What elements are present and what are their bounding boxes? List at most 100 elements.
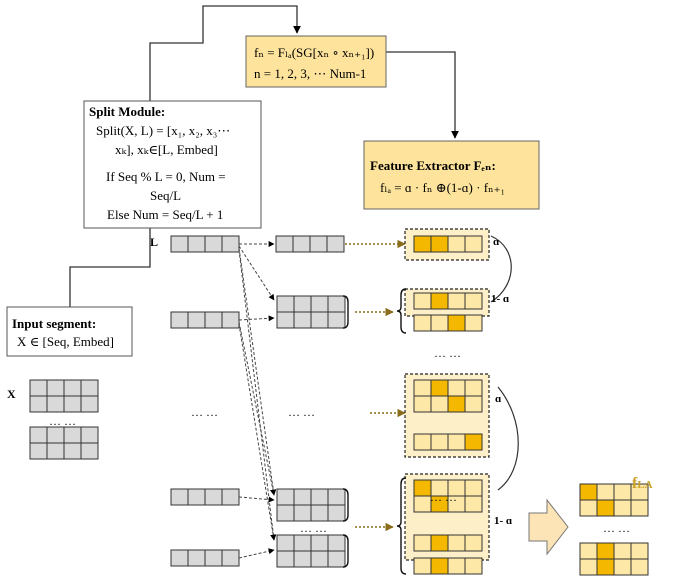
grid-cell: [413, 495, 432, 513]
grid-cell: [46, 379, 65, 397]
svg-text:fₙ = Fₗₐ(SG[xₙ ∘ xₙ₊₁]): fₙ = Fₗₐ(SG[xₙ ∘ xₙ₊₁]): [254, 45, 374, 60]
feature-arrows: [345, 239, 406, 532]
grid-cell: [430, 379, 449, 397]
grid-cell: [276, 311, 295, 329]
grid-cell: [326, 235, 345, 253]
grid-cell: [630, 542, 649, 560]
ellipsis-output: … …: [603, 521, 630, 535]
grid-cell: [170, 311, 189, 329]
ellipsis-features: … …: [434, 346, 461, 360]
svg-text:fₗₐ = ɑ · fₙ ⊕(1-ɑ) · fₙ₊₁: fₗₐ = ɑ · fₙ ⊕(1-ɑ) · fₙ₊₁: [380, 180, 505, 195]
grid-cell: [430, 433, 449, 451]
grid-cell: [613, 483, 632, 501]
label-one-minus-alpha-2: 1- ɑ: [494, 515, 513, 527]
brace-feature-2: [396, 477, 407, 575]
grid-cell: [310, 504, 329, 522]
output-grids: [579, 483, 649, 576]
fanout-arrows: [238, 241, 277, 559]
formula-box: fₙ = Fₗₐ(SG[xₙ ∘ xₙ₊₁]) n = 1, 2, 3, ⋯ N…: [245, 35, 387, 88]
svg-text:X ∈ [Seq, Embed]: X ∈ [Seq, Embed]: [17, 334, 114, 349]
grid-cell: [413, 433, 432, 451]
grid-cell: [63, 379, 82, 397]
grid-cell: [327, 534, 346, 552]
fanout-arrow-8: [238, 496, 275, 503]
svg-text:n = 1, 2, 3, ⋯ Num-1: n = 1, 2, 3, ⋯ Num-1: [254, 66, 366, 81]
split-module-box: Split Module: Split(X, L) = [x₁, x₂, x₃⋯…: [83, 100, 262, 229]
grid-cell: [327, 550, 346, 568]
grid-cell: [464, 235, 483, 253]
grid-cell: [430, 534, 449, 552]
grid-cell: [447, 314, 466, 332]
ellipsis-features-bottom: … …: [430, 490, 457, 504]
feature-grid-7: [413, 534, 483, 552]
label-alpha-1: ɑ: [493, 236, 500, 248]
grid-cell: [170, 235, 189, 253]
grid-cell: [276, 295, 295, 313]
input-segment-box: Input segment: X ∈ [Seq, Embed]: [6, 306, 133, 357]
grid-cell: [327, 504, 346, 522]
grid-cell: [187, 488, 206, 506]
grid-cell: [327, 311, 346, 329]
grid-cell: [464, 314, 483, 332]
module-connectors: [69, 5, 459, 307]
split-chunks: [170, 235, 349, 568]
feature-extractor-title: Feature Extractor Fₑₙ:: [370, 158, 496, 173]
grid-cell: [413, 557, 432, 575]
grid-cell: [447, 433, 466, 451]
grid-cell: [276, 504, 295, 522]
grid-cell: [80, 442, 99, 460]
grid-cell: [413, 395, 432, 413]
brace-feature-1: [396, 288, 407, 334]
grid-cell: [46, 426, 65, 444]
grid-cell: [29, 379, 48, 397]
feature-grid-8: [413, 557, 483, 575]
grid-cell: [292, 235, 311, 253]
grid-cell: [579, 542, 598, 560]
grid-cell: [579, 499, 598, 517]
grid-cell: [447, 557, 466, 575]
merged-pair-1: [276, 295, 346, 329]
grid-cell: [413, 534, 432, 552]
input-matrix-bottom: [29, 426, 99, 460]
grid-cell: [630, 558, 649, 576]
grid-cell: [596, 499, 615, 517]
ellipsis-chunks: … …: [191, 405, 218, 419]
grid-cell: [170, 488, 189, 506]
label-l: L: [150, 235, 158, 249]
grid-cell: [613, 542, 632, 560]
grid-cell: [221, 235, 240, 253]
grid-cell: [204, 549, 223, 567]
grid-cell: [413, 235, 432, 253]
grid-cell: [187, 311, 206, 329]
feature-grid-2: [413, 292, 483, 310]
grid-cell: [596, 483, 615, 501]
svg-text:Split(X, L) = [x₁, x₂, x₃⋯: Split(X, L) = [x₁, x₂, x₃⋯: [96, 123, 230, 138]
grid-cell: [275, 235, 294, 253]
grid-cell: [80, 395, 99, 413]
grid-cell: [596, 542, 615, 560]
feature-extractor-box: Feature Extractor Fₑₙ: fₗₐ = ɑ · fₙ ⊕(1-…: [363, 140, 540, 210]
grid-cell: [310, 550, 329, 568]
fanout-arrow-4: [238, 249, 277, 541]
grid-cell: [46, 395, 65, 413]
input-segment-title: Input segment:: [12, 316, 96, 331]
feature-grid-1: [413, 235, 483, 253]
svg-text:Else Num = Seq/L + 1: Else Num = Seq/L + 1: [107, 207, 223, 222]
grid-cell: [464, 557, 483, 575]
grid-cell: [447, 534, 466, 552]
grid-cell: [63, 426, 82, 444]
label-fla: fLA: [632, 475, 653, 492]
grid-cell: [430, 292, 449, 310]
grid-cell: [310, 534, 329, 552]
grid-cell: [464, 495, 483, 513]
grid-cell: [276, 550, 295, 568]
label-alpha-2: ɑ: [495, 393, 502, 405]
grid-cell: [310, 311, 329, 329]
feature-grids: [396, 228, 490, 575]
brace-pair-2: [342, 488, 349, 522]
grid-cell: [221, 311, 240, 329]
grid-cell: [46, 442, 65, 460]
grid-cell: [29, 395, 48, 413]
grid-cell: [80, 379, 99, 397]
grid-cell: [327, 488, 346, 506]
